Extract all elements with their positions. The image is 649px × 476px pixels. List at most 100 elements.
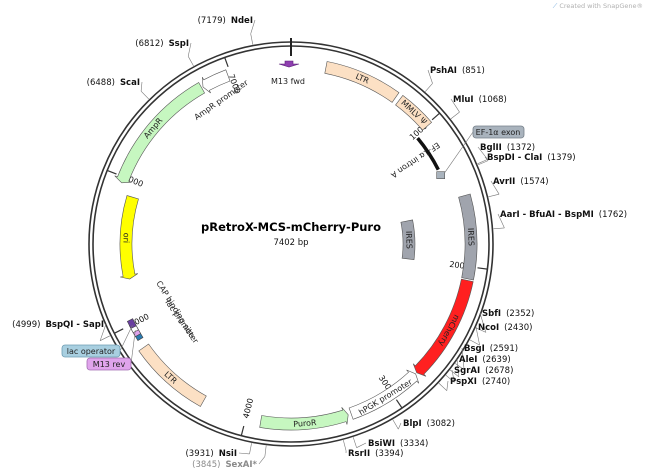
site-name: AleI <box>459 355 477 365</box>
site-connector-line <box>456 358 460 377</box>
m13-fwd-shape <box>278 60 300 68</box>
site-label: BsiWI(3334) <box>368 439 428 449</box>
site-position: (2740) <box>482 377 510 387</box>
plasmid-length: 7402 bp <box>273 238 308 248</box>
site-label: AvrII(1574) <box>493 177 549 187</box>
ltr-top-feature-shape <box>324 61 400 103</box>
ampr-feature-shape <box>114 82 206 184</box>
ltr-top-feature[interactable]: LTR <box>324 61 400 103</box>
site-label: (7179)NdeI <box>198 16 253 26</box>
site-position: (1574) <box>520 177 548 187</box>
site-scai[interactable]: (6488)ScaI <box>87 78 150 100</box>
tick-label-4000: 4000 <box>241 397 255 419</box>
site-leader-line <box>352 437 357 448</box>
site-connector-line <box>187 42 192 57</box>
site-position: (1379) <box>547 153 575 163</box>
site-connector-line <box>497 213 505 229</box>
site-label: PshAI (851) <box>430 66 485 76</box>
ires-inner-feature[interactable]: IRES <box>400 219 416 261</box>
site-position: (3931) <box>185 449 213 459</box>
tick-mark-5000 <box>114 328 124 334</box>
site-leader-line <box>475 327 487 333</box>
site-avrii[interactable]: AvrII(1574) <box>488 177 549 198</box>
site-nsii[interactable]: (3931)NsiI <box>185 443 252 459</box>
site-ncoi[interactable]: NcoI(2430) <box>469 323 533 346</box>
tick-label-2000: 2000 <box>449 260 470 272</box>
site-connector-line <box>450 98 460 113</box>
site-name: NcoI <box>478 323 499 333</box>
ires-outer-feature-label: IRES <box>466 228 476 246</box>
m13-fwd-feature[interactable]: M13 fwd <box>271 60 305 86</box>
m13-rev-leader <box>130 330 136 365</box>
site-leader-line <box>392 419 399 430</box>
site-label: SgrAI(2678) <box>454 366 513 376</box>
site-name: AarI - BfuAI - BspMI <box>500 210 594 220</box>
puror-feature[interactable]: PuroR <box>259 407 349 431</box>
site-connector-line <box>356 442 367 448</box>
site-position: (6812) <box>135 39 163 49</box>
site-connector-line <box>477 146 488 160</box>
site-position: (3394) <box>375 449 403 459</box>
site-sgrai[interactable]: SgrAI(2678) <box>445 366 514 383</box>
site-label: (4999)BspQI - SapI <box>12 320 104 330</box>
site-sexai[interactable]: (3845)SexAI* <box>192 445 267 471</box>
tick-mark-2000 <box>477 267 488 270</box>
lac-operator-box[interactable]: lac operator <box>61 344 121 358</box>
site-position: (2591) <box>490 344 518 354</box>
site-leader-line <box>493 227 505 230</box>
site-connector-line <box>451 369 455 383</box>
tick-mark-7000 <box>224 57 229 68</box>
site-position: (2352) <box>506 309 534 319</box>
site-position: (1068) <box>479 95 507 105</box>
site-connector-line <box>484 156 489 161</box>
site-leader-line <box>250 33 254 45</box>
site-leader-line <box>450 369 459 378</box>
ampr-promoter-feature[interactable] <box>202 69 231 94</box>
ltr-bottom-feature[interactable]: LTR <box>138 343 207 407</box>
site-name: BsgI <box>464 344 485 354</box>
ori-feature[interactable]: ori <box>119 195 139 280</box>
site-bsiwi[interactable]: BsiWI(3334) <box>352 437 428 449</box>
ef1a-exon-label: EF-1α exon <box>476 128 521 137</box>
site-connector-line <box>250 19 256 34</box>
site-ndei[interactable]: (7179)NdeI <box>198 16 256 45</box>
site-name: SbfI <box>482 309 501 319</box>
site-connector-line <box>461 347 465 370</box>
ef1a-intron-shape <box>416 136 440 171</box>
site-position: (3845) <box>192 460 220 470</box>
mmlv-psi-feature[interactable]: MMLV Ψ <box>395 94 433 131</box>
ef1a-intron-feature[interactable]: EF-1α intron A <box>389 131 474 180</box>
site-alei[interactable]: AleI(2639) <box>450 355 511 378</box>
site-bglii[interactable]: BglII(1372) <box>477 143 536 165</box>
site-position: (851) <box>462 66 485 76</box>
site-mlui[interactable]: MluI(1068) <box>450 95 507 120</box>
site-position: (1762) <box>599 210 627 220</box>
site-name: PshAI <box>430 66 457 76</box>
lac-operator-label: lac operator <box>67 347 116 356</box>
credit-text: Created with SnapGene® <box>559 2 643 10</box>
site-pspxi[interactable]: PspXI(2740) <box>438 377 510 391</box>
site-bspdi-clai[interactable]: BspDI - ClaI(1379) <box>477 153 576 166</box>
site-aari-bfuai-bspmi[interactable]: AarI - BfuAI - BspMI (1762) <box>493 210 627 230</box>
site-blpi[interactable]: BlpI(3082) <box>392 419 455 430</box>
lac-operator-leader <box>119 324 133 352</box>
site-rsrii[interactable]: RsrII(3394) <box>343 440 403 459</box>
site-bspqi-sapi[interactable]: (4999)BspQI - SapI <box>12 320 111 341</box>
site-connector-line <box>427 69 433 84</box>
site-connector-line <box>238 452 250 455</box>
site-position: (3082) <box>427 419 455 429</box>
site-pshai[interactable]: PshAI (851) <box>424 66 485 92</box>
site-sspi[interactable]: (6812)SspI <box>135 39 194 67</box>
site-leader-line <box>343 440 347 451</box>
site-sbfi[interactable]: SbfI (2352) <box>475 309 534 333</box>
site-bsgi[interactable]: BsgI (2591) <box>455 344 518 371</box>
site-name: SgrAI <box>454 366 480 376</box>
site-label: MluI(1068) <box>453 95 507 105</box>
tick-mark-3000 <box>395 399 403 409</box>
ires-outer-feature[interactable]: IRES <box>458 193 478 281</box>
ef1a-exon-box[interactable]: EF-1α exon <box>472 125 525 139</box>
m13-rev-box[interactable]: M13 rev <box>86 357 132 371</box>
site-position: (1372) <box>507 143 535 153</box>
